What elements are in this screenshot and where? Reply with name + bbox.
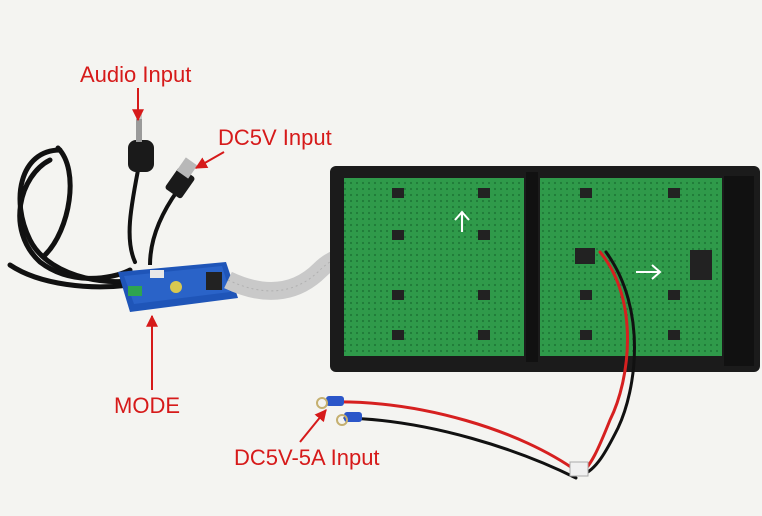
dc5v-5a-input-label: DC5V-5A Input (234, 445, 380, 470)
dc5v-5a-input-arrow (299, 409, 327, 443)
dc5v-input-arrow (194, 151, 225, 169)
dc5v-input-label: DC5V Input (218, 125, 332, 150)
annotation-arrows (132, 88, 327, 443)
power-cable (328, 250, 636, 480)
audio-input-label: Audio Input (80, 62, 192, 87)
mode-label: MODE (114, 393, 180, 418)
controller-board (118, 262, 238, 312)
ring-terminals (316, 396, 362, 426)
audio-cable (7, 145, 153, 290)
led-panel (330, 166, 760, 372)
usb-plug (148, 157, 198, 266)
